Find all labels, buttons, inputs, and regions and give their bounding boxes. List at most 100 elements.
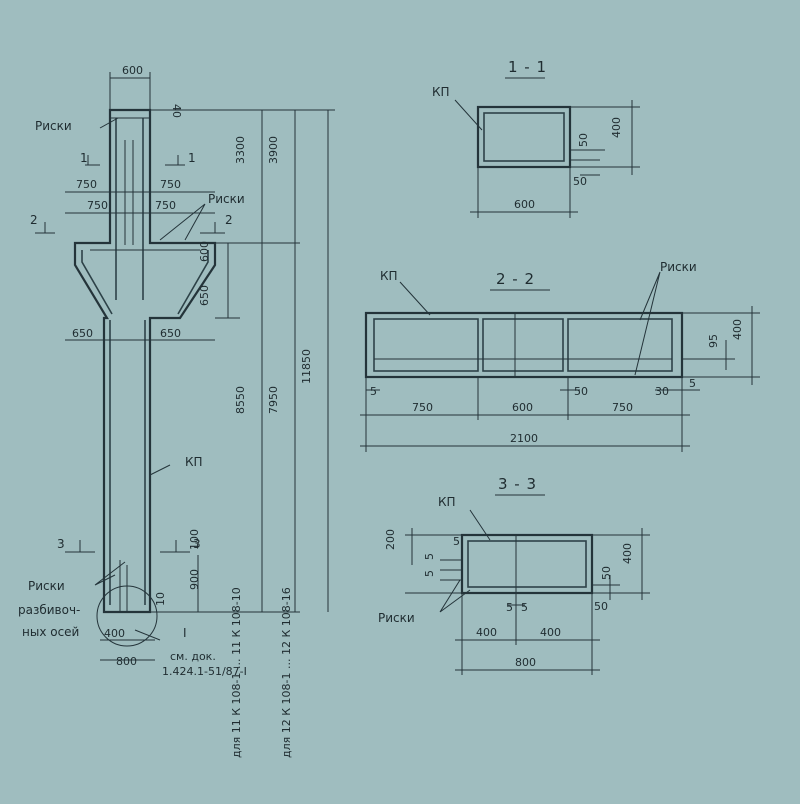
dim-bottom-900-label: 900	[188, 569, 201, 590]
section-1-mark-left: 1	[80, 151, 88, 165]
dim-bracket-left-label: 650	[72, 327, 93, 340]
section-3-3-d5b: 5	[423, 553, 436, 560]
section-3-3-left-dims	[405, 528, 462, 594]
riski-top-label: Риски	[35, 119, 72, 133]
section-3-3-height-dims	[592, 528, 650, 600]
dim-height-lower-total-label: 7950	[267, 386, 280, 414]
dim-height-lower-label: 8550	[234, 386, 247, 414]
leader-kp	[149, 464, 171, 476]
dim-upper-right-label: 750	[160, 178, 181, 191]
section-3-3-left: 400	[476, 626, 497, 639]
dim-bottom-vertical	[160, 555, 200, 613]
section-3-marks	[65, 540, 190, 553]
dim-bottom-100-label: 100	[188, 529, 201, 550]
section-3-3-d50-bottom: 50	[594, 600, 608, 613]
section-2-2-inner: 95	[707, 334, 720, 348]
dim-extension-lines	[150, 109, 335, 613]
dim-mid-left-label: 750	[87, 199, 108, 212]
leader-detail	[134, 629, 161, 641]
section-2-2-right: 750	[612, 401, 633, 414]
dim-height-full-label: 11850	[300, 349, 313, 384]
dim-height-top-label: 3300	[234, 136, 247, 164]
section-3-3-cage	[467, 540, 587, 588]
section-3-3-d5a: 5	[453, 535, 460, 548]
section-3-mark-right: 3	[193, 537, 201, 551]
dim-base-half-label: 400	[104, 627, 125, 640]
dim-mid-right-label: 750	[155, 199, 176, 212]
section-3-3-d5-mid-a: 5	[506, 601, 513, 614]
section-3-3-mid-dims	[508, 598, 525, 612]
detail-mark: I	[183, 626, 187, 640]
ref-note-line2: 1.424.1-51/87-I	[162, 665, 247, 678]
dim-top-width-label: 600	[122, 64, 143, 77]
section-3-3-right: 400	[540, 626, 561, 639]
dim-base-chain	[100, 639, 155, 661]
section-2-2-leaders	[399, 271, 661, 376]
section-2-2: 2 - 2 КП Риски 750 600 750 2100 400 95 5…	[360, 260, 760, 452]
section-3-3-leaders	[439, 509, 491, 613]
section-1-1-cage	[483, 112, 565, 162]
axes-label-line1: разбивоч-	[18, 603, 80, 617]
leader-riski-bottom	[94, 561, 126, 586]
section-2-2-kp: КП	[380, 269, 398, 283]
dim-height-top-total-label: 3900	[267, 136, 280, 164]
section-3-3-d5-mid-b: 5	[521, 601, 528, 614]
section-2-2-height-dims	[682, 306, 760, 385]
section-3-3-height: 400	[621, 543, 634, 564]
section-1-1-outline	[476, 105, 572, 169]
section-2-2-riski: Риски	[660, 260, 697, 274]
dim-bracket-slope-label: 650	[198, 285, 211, 306]
axis-marks	[119, 560, 128, 612]
section-3-3: 3 - 3 КП Риски 400 400 800 400 200 5 5 5…	[378, 475, 650, 675]
dim-base-width-label: 800	[116, 655, 137, 668]
dim-upper-left-label: 750	[76, 178, 97, 191]
section-2-2-middle: 600	[512, 401, 533, 414]
section-2-marks	[35, 222, 225, 234]
section-2-2-d50: 50	[574, 385, 588, 398]
section-3-3-outline	[460, 533, 594, 595]
dim-bracket-right-label: 650	[160, 327, 181, 340]
leader-riski-top	[99, 117, 119, 129]
dim-bottom-10-label: 10	[154, 592, 167, 606]
section-3-3-d50-right: 50	[600, 566, 613, 580]
column-elevation: 600 40 750 750 750 750 650 650 600 650 3…	[18, 64, 335, 758]
riski-mid-label: Риски	[208, 192, 245, 206]
section-3-3-d5c: 5	[423, 570, 436, 577]
section-3-3-total: 800	[515, 656, 536, 669]
leader-riski-mid	[159, 203, 206, 241]
section-2-2-height: 400	[731, 319, 744, 340]
section-1-marks	[85, 155, 185, 166]
dim-top-width	[109, 72, 151, 110]
vertical-note-1: для 11 К 108-1 ... 11 К 108-10	[230, 587, 243, 758]
section-2-2-mid-cage	[482, 318, 564, 372]
riski-bottom-label: Риски	[28, 579, 65, 593]
section-2-2-outline	[364, 311, 684, 379]
section-1-1-title: 1 - 1	[508, 58, 547, 76]
section-3-3-riski: Риски	[378, 611, 415, 625]
section-2-2-d30: 30	[655, 385, 669, 398]
section-1-1-height: 400	[610, 117, 623, 138]
ref-note-line1: см. док.	[170, 650, 216, 663]
section-3-mark-left: 3	[57, 537, 65, 551]
section-1-1-cover-side: 50	[577, 133, 590, 147]
section-2-2-right-cage	[567, 318, 673, 372]
section-3-3-kp: КП	[438, 495, 456, 509]
lower-rebars	[109, 320, 146, 605]
section-3-3-width-dims	[455, 593, 600, 675]
bracket-rebars	[81, 250, 209, 315]
section-1-1-kp-leader	[454, 99, 483, 131]
dim-top-offset-label: 40	[170, 104, 183, 118]
section-3-3-title: 3 - 3	[498, 475, 537, 493]
section-1-1-cover-dims	[570, 149, 605, 176]
section-2-2-edge-right: 5	[689, 377, 696, 390]
section-1-1-height-dim	[570, 100, 640, 175]
section-2-mark-left: 2	[30, 213, 38, 227]
section-1-1: 1 - 1 КП 600 400 50 50	[432, 58, 640, 218]
section-2-mark-right: 2	[225, 213, 233, 227]
section-2-2-total: 2100	[510, 432, 538, 445]
section-2-2-left: 750	[412, 401, 433, 414]
section-2-2-edge-left: 5	[370, 385, 377, 398]
